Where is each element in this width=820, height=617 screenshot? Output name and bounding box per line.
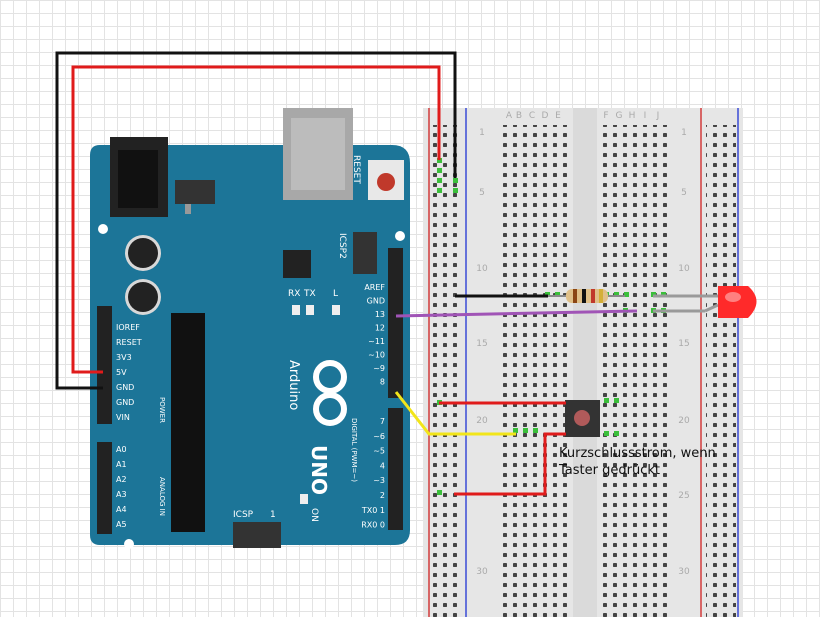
icsp-header xyxy=(233,522,281,548)
rx-label: RX xyxy=(288,289,300,299)
row-number: 5 xyxy=(479,188,485,198)
pin-label: A0 xyxy=(116,445,127,454)
icsp2-label: ICSP2 xyxy=(337,233,347,259)
breadboard: A B C D E F G H I J 1 5 10 15 20 30 1 5 … xyxy=(423,108,743,617)
column-letter: C xyxy=(529,111,535,121)
pin-label: GND xyxy=(367,297,385,306)
row-number: 15 xyxy=(678,339,689,349)
pin-label: A3 xyxy=(116,490,127,499)
wire-black-button xyxy=(454,432,566,496)
pin-label: A4 xyxy=(116,505,127,514)
pin-label: 7 xyxy=(380,417,385,426)
row-number: 10 xyxy=(678,264,690,274)
row-number: 25 xyxy=(678,491,689,501)
short-circuit-note: Kurzschlussstrom, wenn Taster gedrückt xyxy=(559,446,716,478)
digital-header xyxy=(388,248,403,530)
wire-yellow-pin8 xyxy=(394,391,516,436)
pin-label: ~10 xyxy=(368,351,385,360)
pin-label: 2 xyxy=(380,491,385,500)
on-led xyxy=(300,494,308,504)
row-number: 15 xyxy=(476,339,487,349)
pin-label: AREF xyxy=(364,283,385,292)
rx-led xyxy=(292,305,300,315)
icsp2-header xyxy=(353,232,377,274)
column-letter: B xyxy=(516,111,522,121)
pin-label: ~11 xyxy=(368,337,385,346)
pin-label: 4 xyxy=(380,461,385,470)
column-letter: I xyxy=(644,111,647,121)
column-letter: D xyxy=(542,111,549,121)
wire-purple-pin13 xyxy=(395,309,638,318)
tx-led xyxy=(306,305,314,315)
row-number: 1 xyxy=(681,128,687,138)
pin-label: ~9 xyxy=(373,364,385,373)
analog-in-label: ANALOG IN xyxy=(158,477,166,516)
capacitor xyxy=(125,279,161,315)
pin-label: 3V3 xyxy=(116,353,132,362)
pin-label: ~5 xyxy=(373,447,385,456)
reset-label: RESET xyxy=(351,155,361,184)
pin-label: ~3 xyxy=(373,476,385,485)
row-number: 1 xyxy=(479,128,485,138)
tx-label: TX xyxy=(303,289,316,299)
wire-red-5v xyxy=(71,65,441,374)
capacitor xyxy=(125,235,161,271)
row-number: 5 xyxy=(681,188,687,198)
column-letter: F xyxy=(603,111,608,121)
atmega-chip xyxy=(171,313,205,532)
icsp-label: ICSP xyxy=(233,510,254,520)
on-label: ON xyxy=(309,508,319,522)
pin-label: VIN xyxy=(116,413,130,422)
pin-label: 13 xyxy=(375,310,385,319)
pin-label: 5V xyxy=(116,368,127,377)
brand-label: Arduino xyxy=(286,360,301,410)
icsp-pin1-label: 1 xyxy=(270,510,276,520)
red-led xyxy=(653,286,757,318)
power-rail-right xyxy=(700,108,739,617)
pin-label: IOREF xyxy=(116,323,140,332)
power-rail-left xyxy=(428,108,467,617)
pin-label: GND xyxy=(116,398,134,407)
pin-label: RESET xyxy=(116,338,142,347)
pin-label: A5 xyxy=(116,520,127,529)
column-letter: E xyxy=(555,111,561,121)
pin-label: GND xyxy=(116,383,134,392)
row-number: 20 xyxy=(678,416,690,426)
reset-button[interactable] xyxy=(368,160,404,200)
voltage-regulator xyxy=(175,180,215,204)
led-l xyxy=(332,305,340,315)
pin-label: A2 xyxy=(116,475,127,484)
model-label: UNO xyxy=(307,445,331,495)
pin-label: RX0 0 xyxy=(361,521,385,530)
pushbutton[interactable] xyxy=(565,400,600,437)
column-letter: H xyxy=(629,111,636,121)
column-letter: J xyxy=(656,111,660,121)
pin-label: ~6 xyxy=(373,432,385,441)
power-label: POWER xyxy=(158,397,166,423)
pin-label: TX0 1 xyxy=(361,506,385,515)
row-number: 20 xyxy=(476,416,488,426)
column-letter: G xyxy=(616,111,623,121)
row-number: 10 xyxy=(476,264,488,274)
led-l-label: L xyxy=(333,289,338,299)
row-number: 30 xyxy=(678,567,690,577)
arduino-uno-board: RESET ICSP2 RX TX L Arduino U xyxy=(90,108,410,549)
pin-label: 8 xyxy=(380,378,385,387)
pin-label: A1 xyxy=(116,460,127,469)
power-header xyxy=(97,306,112,534)
resistor xyxy=(548,289,625,303)
row-number: 30 xyxy=(476,567,488,577)
pin-label: 12 xyxy=(375,324,385,333)
arduino-logo xyxy=(313,360,347,426)
digital-label: DIGITAL (PWM=~) xyxy=(350,418,358,482)
wire-black-gnd xyxy=(55,51,457,390)
column-letter: A xyxy=(506,111,513,121)
usb-chip xyxy=(283,250,311,278)
terminal-area xyxy=(500,108,672,617)
